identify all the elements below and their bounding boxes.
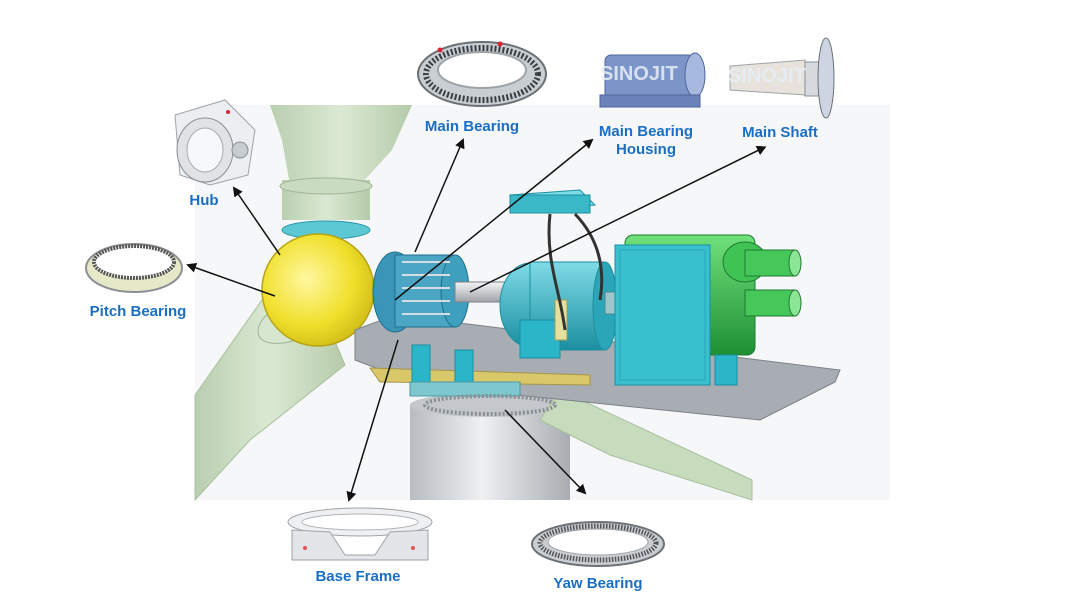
main-bearing-thumbnail: [417, 41, 547, 107]
label-main-bearing-housing-line2: Housing: [616, 141, 676, 158]
label-base-frame: Base Frame: [315, 568, 401, 585]
blade-lower-left: [194, 299, 346, 502]
turbine-scene: [194, 105, 890, 502]
controller-box: [508, 189, 604, 331]
bed-plate: [354, 314, 841, 421]
arrow-pitch-bearing: [186, 262, 276, 297]
main-bearing-housing-thumbnail: SINOJIT: [599, 52, 706, 108]
pitch-bearing-thumbnail: [85, 243, 183, 293]
label-main-shaft: Main Shaft: [742, 124, 818, 141]
label-main-bearing: Main Bearing: [424, 118, 520, 135]
main-bearing-assembly: [372, 251, 470, 333]
hub-thumbnail: [174, 99, 256, 186]
watermark-housing: SINOJIT: [600, 63, 678, 85]
yaw-bearing-thumbnail: [531, 521, 665, 567]
yaw-gear-ring: [423, 394, 557, 416]
watermark-shaft: SINOJIT: [728, 65, 806, 87]
arrow-yaw-bearing: [504, 409, 587, 495]
label-hub: Hub: [189, 192, 219, 209]
tower: [410, 393, 570, 500]
label-yaw-bearing: Yaw Bearing: [553, 575, 643, 592]
blade-right: [539, 389, 753, 501]
arrow-hub: [232, 186, 281, 256]
arrow-main-bearing-housing: [394, 138, 594, 301]
leader-arrows: [186, 138, 767, 502]
label-pitch-bearing: Pitch Bearing: [89, 303, 187, 320]
blade-upper: [270, 105, 412, 240]
main-shaft-thumbnail: SINOJIT: [728, 37, 835, 119]
arrow-base-frame: [346, 339, 399, 502]
converter-cabinet: [614, 244, 738, 386]
label-main-bearing-housing-line1: Main Bearing: [598, 123, 694, 140]
arrow-main-bearing: [414, 138, 465, 253]
arrow-main-shaft: [469, 146, 767, 293]
base-frame-thumbnail: [287, 507, 433, 561]
gearbox: [499, 261, 618, 359]
label-main-bearing-housing: Main Bearing Housing: [588, 123, 704, 159]
